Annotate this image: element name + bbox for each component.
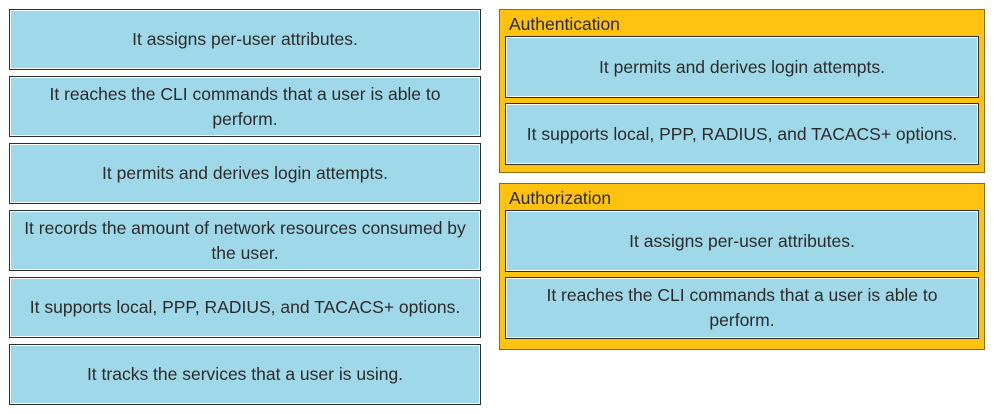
placed-card[interactable]: It assigns per-user attributes. [505, 210, 979, 272]
option-card[interactable]: It assigns per-user attributes. [9, 9, 481, 70]
authentication-title: Authentication [509, 14, 620, 34]
placed-card[interactable]: It supports local, PPP, RADIUS, and TACA… [505, 103, 979, 165]
option-card[interactable]: It supports local, PPP, RADIUS, and TACA… [9, 277, 481, 338]
authorization-drop-zone[interactable]: Authorization It assigns per-user attrib… [499, 183, 985, 350]
option-card[interactable]: It records the amount of network resourc… [9, 210, 481, 271]
authentication-drop-zone[interactable]: Authentication It permits and derives lo… [499, 9, 985, 173]
placed-card[interactable]: It reaches the CLI commands that a user … [505, 277, 979, 339]
options-list: It assigns per-user attributes. It reach… [9, 9, 481, 405]
option-card[interactable]: It reaches the CLI commands that a user … [9, 76, 481, 137]
option-card[interactable]: It tracks the services that a user is us… [9, 344, 481, 405]
option-card[interactable]: It permits and derives login attempts. [9, 143, 481, 204]
placed-card[interactable]: It permits and derives login attempts. [505, 36, 979, 98]
authorization-title: Authorization [509, 188, 612, 208]
